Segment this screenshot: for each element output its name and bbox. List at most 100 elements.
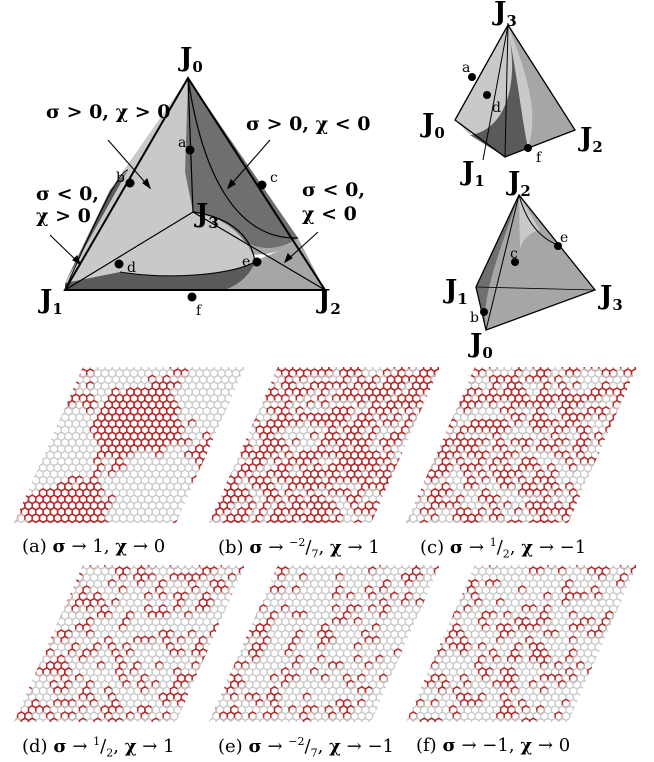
lattice-cell <box>226 450 236 461</box>
lattice-cell <box>251 519 261 523</box>
lattice-cell <box>416 450 425 461</box>
lattice-cell <box>573 357 580 365</box>
lattice-cell <box>298 357 305 365</box>
lattice-cell <box>14 488 19 498</box>
lattice-cell <box>0 501 3 509</box>
lattice-cell <box>635 489 642 497</box>
lattice-cell <box>209 357 216 365</box>
lattice-cell <box>0 489 3 497</box>
lattice-cell <box>419 456 429 467</box>
lattice-cell <box>436 394 443 402</box>
lattice-cell <box>580 508 587 516</box>
lattice-cell <box>209 456 217 467</box>
lattice-cell <box>230 519 239 523</box>
lattice-cell <box>388 489 395 497</box>
lattice-cell <box>609 431 618 442</box>
lattice-cell <box>45 399 55 410</box>
lattice-cell <box>254 394 261 402</box>
lattice-cell <box>283 357 290 365</box>
lattice-cell <box>242 374 245 385</box>
lattice-cell <box>630 494 637 505</box>
lattice-cell <box>38 437 48 448</box>
lattice-cell <box>254 369 261 377</box>
lattice-cell <box>638 394 645 402</box>
lattice-cell <box>646 369 653 377</box>
lattice-cell <box>35 393 44 404</box>
lattice-cell <box>642 476 649 484</box>
lattice-cell <box>627 387 636 398</box>
edge-j2-j3 <box>192 211 326 291</box>
lattice-cell <box>631 382 638 390</box>
lattice-cell <box>191 489 198 497</box>
lattice-cell <box>14 406 15 417</box>
lattice-cell <box>631 483 638 491</box>
lattice-cell <box>427 357 434 365</box>
lattice-cell <box>195 483 202 491</box>
lattice-cell <box>35 444 44 454</box>
lattice-cell <box>639 508 646 516</box>
lattice-cell <box>282 357 289 365</box>
lattice-cell <box>623 418 633 429</box>
lattice-cell <box>53 399 63 410</box>
lattice-cell <box>646 432 653 440</box>
lattice-cell <box>443 369 450 377</box>
lattice-cell <box>430 425 440 435</box>
lattice-cell <box>434 431 444 442</box>
lattice-cell <box>422 424 432 436</box>
lattice-cell <box>219 424 228 436</box>
lattice-cell <box>412 418 421 429</box>
lattice-cell <box>250 388 257 396</box>
bottom-tetra-label-c: c <box>510 246 518 262</box>
lattice-cell <box>634 475 637 486</box>
lattice-cell <box>423 412 433 423</box>
lattice-cell <box>407 470 414 478</box>
lattice-cell <box>426 406 436 417</box>
lattice-cell <box>195 508 202 516</box>
lattice-cell <box>353 519 363 523</box>
lattice-cell <box>437 399 440 410</box>
point-label-f: f <box>196 303 203 319</box>
lattice-cell <box>646 407 653 415</box>
lattice-cell <box>624 357 631 365</box>
bottom-tetra-curve <box>518 194 559 246</box>
lattice-cell <box>449 381 458 391</box>
lattice-cell <box>616 470 623 478</box>
lattice-cell <box>24 374 33 385</box>
lattice-cell <box>3 363 10 371</box>
lattice-cell <box>587 481 596 492</box>
lattice-cell <box>31 387 41 398</box>
lattice-cell <box>650 413 654 421</box>
lattice-cell <box>325 357 332 365</box>
lattice-cell <box>85 519 95 523</box>
lattice-cell <box>605 475 615 486</box>
lattice-cell <box>14 500 19 511</box>
lattice-cell <box>598 462 607 473</box>
lattice-cell <box>386 487 396 499</box>
lattice-cell <box>392 483 399 491</box>
lattice-cell <box>403 451 410 459</box>
lattice-cell <box>45 374 55 385</box>
lattice-cell <box>558 357 565 365</box>
lattice-cell <box>259 381 268 391</box>
lattice-cell <box>642 413 649 421</box>
lattice-cell <box>632 357 639 365</box>
lattice-cell <box>231 443 241 454</box>
lattice-cell <box>35 406 44 417</box>
lattice-cell <box>416 475 425 486</box>
lattice-cell <box>608 456 618 467</box>
lattice-cell <box>411 476 418 484</box>
lattice-cell <box>237 380 247 391</box>
lattice-cell <box>129 519 139 523</box>
lattice-cell <box>376 357 383 365</box>
lattice-cell <box>627 450 636 461</box>
lattice-cell <box>635 438 642 446</box>
lattice-cell <box>419 456 428 467</box>
lattice-cell <box>378 357 385 365</box>
lattice-cell <box>7 357 14 365</box>
lattice-cell <box>631 445 638 453</box>
lattice-cell <box>209 519 210 523</box>
lattice-cell <box>437 412 447 423</box>
lattice-cell <box>21 357 28 365</box>
lattice-cell <box>392 495 399 503</box>
lattice-cell <box>407 483 414 491</box>
